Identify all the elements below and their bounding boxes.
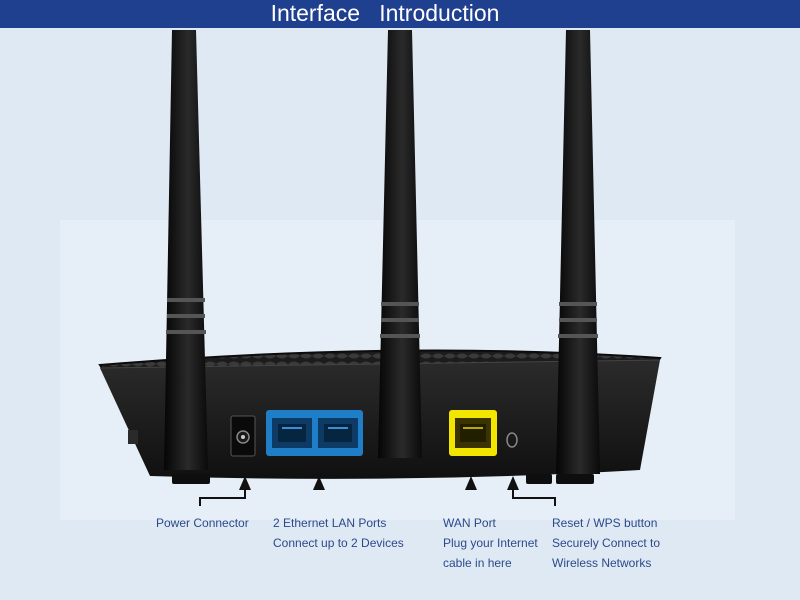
lan-line-1: 2 Ethernet LAN Ports bbox=[273, 516, 387, 530]
reset-line-2: Securely Connect to bbox=[552, 536, 661, 550]
lan-ports-label: 2 Ethernet LAN Ports Connect up to 2 Dev… bbox=[273, 513, 404, 553]
reset-wps-button bbox=[506, 432, 518, 448]
reset-wps-label: Reset / WPS button Securely Connect to W… bbox=[552, 513, 660, 573]
power-connector-label: Power Connector bbox=[156, 513, 249, 533]
lan-ports bbox=[266, 410, 363, 456]
side-switch bbox=[128, 430, 138, 444]
router-foot bbox=[526, 474, 552, 484]
power-line-1: Power Connector bbox=[156, 516, 249, 530]
power-connector bbox=[230, 415, 256, 457]
reset-pointer bbox=[507, 476, 556, 506]
reset-line-3: Wireless Networks bbox=[552, 556, 652, 570]
router-foot bbox=[172, 474, 210, 484]
lan-line-2: Connect up to 2 Devices bbox=[273, 536, 404, 550]
wan-port bbox=[449, 410, 497, 456]
antenna-right bbox=[556, 30, 600, 474]
page-title: Interface Introduction bbox=[270, 0, 500, 26]
router-foot bbox=[556, 474, 594, 484]
wan-line-2: Plug your Internet bbox=[443, 536, 538, 550]
wan-line-1: WAN Port bbox=[443, 516, 496, 530]
lan-pointer bbox=[313, 476, 325, 490]
antenna-middle bbox=[378, 30, 422, 458]
reset-line-1: Reset / WPS button bbox=[552, 516, 658, 530]
wan-pointer bbox=[465, 476, 477, 490]
wan-port-label: WAN Port Plug your Internet cable in her… bbox=[443, 513, 538, 573]
power-pointer bbox=[199, 476, 251, 506]
page-header: Interface Introduction bbox=[0, 0, 800, 28]
wan-line-3: cable in here bbox=[443, 556, 512, 570]
antenna-left bbox=[164, 30, 208, 470]
